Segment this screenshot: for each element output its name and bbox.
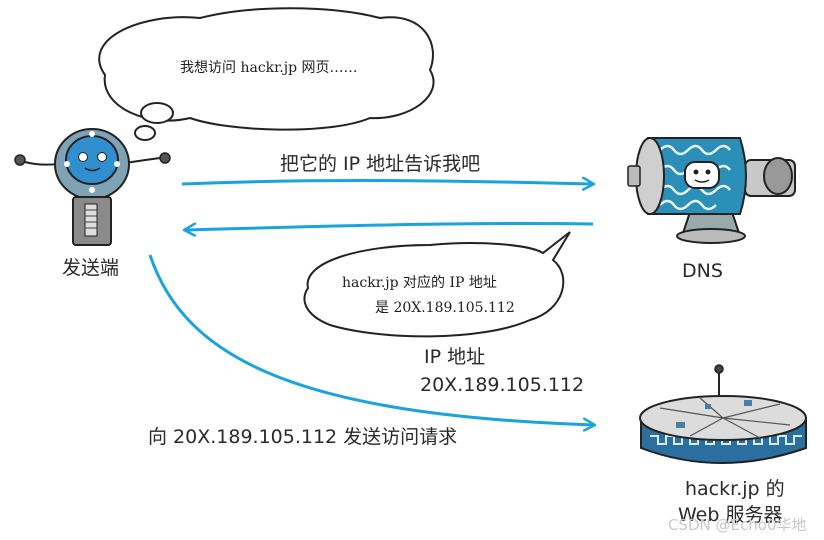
sender-robot-icon — [14, 128, 171, 246]
access-label: 向 20X.189.105.112 发送访问请求 — [148, 426, 458, 448]
speech-bubble — [303, 231, 571, 338]
dns-label: DNS — [682, 260, 723, 282]
web-server-icon — [639, 364, 807, 464]
dns-server-icon — [627, 137, 796, 244]
ip-label-address: 20X.189.105.112 — [420, 374, 585, 396]
speech-bubble-line1: hackr.jp 对应的 IP 地址 — [342, 275, 497, 291]
thought-bubble — [98, 7, 435, 141]
watermark: CSDN @Echo0华地 — [668, 516, 807, 534]
query-arrow — [181, 181, 593, 184]
thought-dot-large — [140, 102, 174, 124]
access-request-arrow — [148, 254, 594, 425]
thought-bubble-text: 我想访问 hackr.jp 网页…… — [180, 60, 358, 76]
thought-dot-small — [134, 125, 156, 141]
request-label: 把它的 IP 地址告诉我吧 — [280, 153, 481, 175]
reply-arrow — [185, 221, 594, 230]
server-label-line2: Web 服务器 — [678, 504, 783, 526]
speech-bubble-line2: 是 20X.189.105.112 — [375, 300, 515, 316]
ip-label-title: IP 地址 — [424, 346, 486, 368]
sender-label: 发送端 — [62, 257, 120, 279]
server-label-line1: hackr.jp 的 — [685, 478, 785, 500]
